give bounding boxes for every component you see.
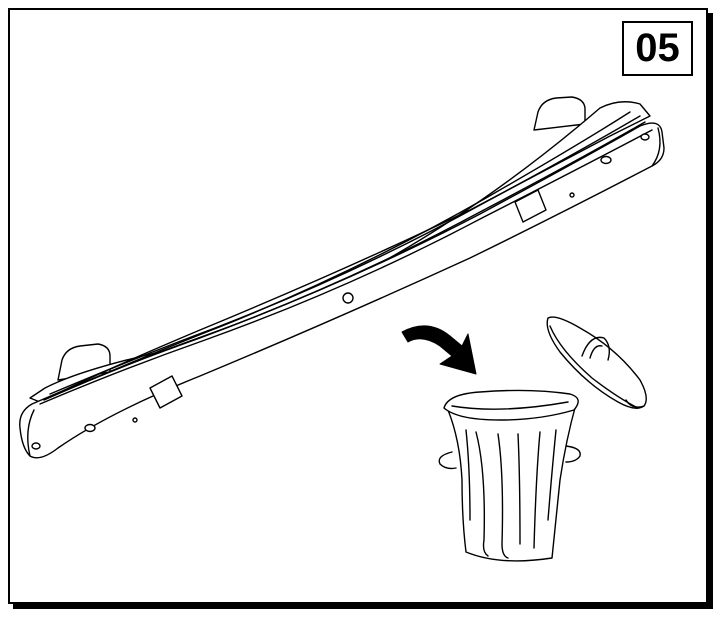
discard-arrow xyxy=(401,325,477,375)
step-number-badge: 05 xyxy=(622,21,693,76)
beam-hole xyxy=(342,292,354,304)
beam-square-pad xyxy=(514,189,547,223)
beam-top-face xyxy=(29,101,651,403)
lid-handle xyxy=(581,336,611,361)
beam-hole xyxy=(132,417,138,423)
bumper-beam xyxy=(19,96,665,459)
beam-hole xyxy=(84,423,96,433)
beam-hole xyxy=(569,192,575,198)
beam-hole xyxy=(600,155,612,165)
trash-can-body xyxy=(447,403,577,562)
right-mount-bracket xyxy=(533,96,586,131)
trash-can-lid xyxy=(546,316,647,409)
trash-can-handle xyxy=(438,451,457,470)
beam-hole xyxy=(640,133,650,141)
trash-can-handle xyxy=(565,445,581,463)
trash-can xyxy=(438,389,581,562)
trash-can-rim xyxy=(443,389,579,421)
beam-square-pad xyxy=(149,375,183,409)
beam-hole xyxy=(31,442,41,450)
step-number: 05 xyxy=(635,26,680,70)
